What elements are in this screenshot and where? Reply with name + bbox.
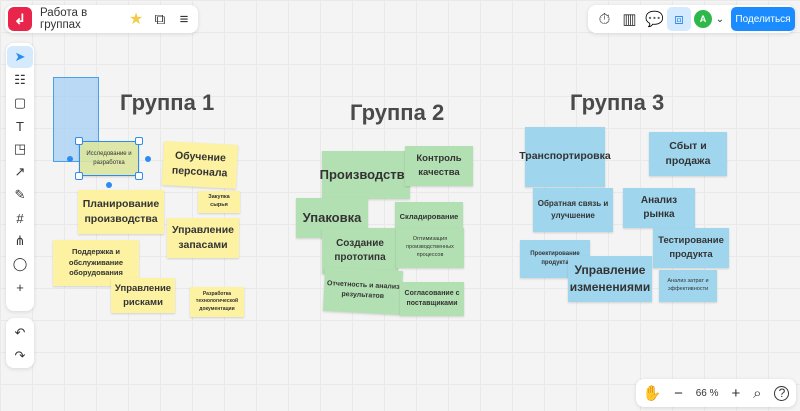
templates-icon[interactable]: ☷ bbox=[14, 72, 26, 87]
sticky-note[interactable]: Транспортировка bbox=[519, 127, 611, 187]
sticky-note[interactable]: Анализ затрат и эффективности bbox=[659, 270, 717, 302]
left-toolbar: ➤ ☷ ▢ T ◳ ↗ ✎ # ⋔ ◯ + bbox=[6, 43, 34, 311]
resize-handle[interactable] bbox=[75, 137, 83, 145]
zoom-level[interactable]: 66 % bbox=[695, 387, 719, 399]
sticky-note[interactable]: Закупка сырья bbox=[198, 191, 240, 213]
sticky-note[interactable]: Оптимизация производственных процессов bbox=[396, 228, 464, 268]
sticky-note[interactable]: Сбыт и продажа bbox=[649, 132, 727, 176]
connector-icon[interactable]: ↗ bbox=[14, 164, 26, 179]
sticky-note[interactable]: Управление изменениями bbox=[568, 256, 652, 302]
text-icon[interactable]: T bbox=[16, 118, 24, 134]
frame-icon[interactable]: # bbox=[16, 210, 24, 226]
sticky-note[interactable]: Отчетность и анализ результатов bbox=[322, 266, 404, 316]
hand-icon[interactable]: ✋ bbox=[642, 385, 662, 402]
selection-rectangle[interactable] bbox=[53, 77, 99, 162]
group-3-heading: Группа 3 bbox=[570, 90, 665, 115]
select-tool-icon[interactable]: ➤ bbox=[7, 46, 33, 68]
sticky-note[interactable]: Обучение персонала bbox=[161, 141, 239, 189]
sticky-note[interactable]: Исследование и разработка bbox=[79, 141, 139, 176]
sticky-note[interactable]: Анализ рынка bbox=[623, 188, 695, 228]
selection-box bbox=[79, 141, 139, 176]
sticky-note[interactable]: Складирование bbox=[395, 202, 463, 232]
chevron-down-icon[interactable]: ⌄ bbox=[715, 13, 725, 25]
connector-dot[interactable] bbox=[106, 182, 112, 188]
history-toolbar: ↶ ↷ bbox=[6, 318, 34, 368]
timer-icon[interactable]: ⏱ bbox=[598, 10, 611, 28]
search-icon[interactable]: ⌕ bbox=[753, 384, 762, 402]
group-1-heading: Группа 1 bbox=[120, 90, 215, 115]
sticky-note[interactable]: Согласование с поставщиками bbox=[400, 282, 464, 316]
top-toolbar: ⏱ ▥ 💬 ⧈ A ⌄ Поделиться bbox=[588, 5, 795, 33]
sticky-note-icon[interactable]: ▢ bbox=[13, 95, 27, 110]
redo-icon[interactable]: ↷ bbox=[14, 348, 26, 363]
sticky-note[interactable]: Планирование производства bbox=[78, 190, 164, 234]
zoom-out-icon[interactable]: − bbox=[674, 384, 683, 402]
comment-icon[interactable]: ◯ bbox=[12, 256, 28, 271]
comments-icon[interactable]: 💬 bbox=[645, 11, 664, 28]
pen-icon[interactable]: ✎ bbox=[14, 187, 26, 202]
sticky-note[interactable]: Управление запасами bbox=[167, 218, 239, 258]
board-title[interactable]: Работа в группах bbox=[40, 7, 88, 31]
logo-icon[interactable]: ↲ bbox=[8, 7, 32, 31]
help-icon[interactable]: ? bbox=[774, 385, 790, 401]
sticky-note[interactable]: Разработка технологической документации bbox=[190, 287, 244, 317]
sticky-note[interactable]: Создание прототипа bbox=[322, 228, 398, 274]
star-icon[interactable]: ★ bbox=[128, 11, 144, 28]
zoom-controls: ✋ − 66 % + ⌕ ? bbox=[636, 379, 796, 407]
sticky-note[interactable]: Контроль качества bbox=[405, 146, 473, 186]
menu-icon[interactable]: ≡ bbox=[179, 10, 189, 28]
mindmap-icon[interactable]: ⋔ bbox=[14, 233, 26, 248]
connector-dot[interactable] bbox=[67, 156, 73, 162]
sticky-note[interactable]: Обратная связь и улучшение bbox=[533, 188, 613, 232]
share-button[interactable]: Поделиться bbox=[731, 7, 795, 31]
resize-handle[interactable] bbox=[135, 172, 143, 180]
sticky-note[interactable]: Тестирование продукта bbox=[653, 228, 729, 268]
presentation-icon[interactable]: ⧈ bbox=[667, 7, 691, 31]
connector-dot[interactable] bbox=[145, 156, 151, 162]
resize-handle[interactable] bbox=[135, 137, 143, 145]
avatar[interactable]: A bbox=[694, 10, 712, 28]
sticky-note[interactable]: Производство bbox=[320, 151, 412, 199]
shapes-icon[interactable]: ◳ bbox=[13, 141, 27, 156]
export-icon[interactable]: ⧉ bbox=[154, 10, 166, 28]
zoom-in-icon[interactable]: + bbox=[731, 384, 741, 402]
group-2-heading: Группа 2 bbox=[350, 100, 445, 125]
chart-icon[interactable]: ▥ bbox=[622, 11, 637, 28]
sticky-note[interactable]: Управление рисками bbox=[111, 278, 175, 313]
undo-icon[interactable]: ↶ bbox=[14, 325, 26, 340]
board-header: ↲ Работа в группах ★ ⧉ ≡ bbox=[5, 5, 198, 33]
resize-handle[interactable] bbox=[75, 172, 83, 180]
plus-icon[interactable]: + bbox=[16, 279, 24, 295]
